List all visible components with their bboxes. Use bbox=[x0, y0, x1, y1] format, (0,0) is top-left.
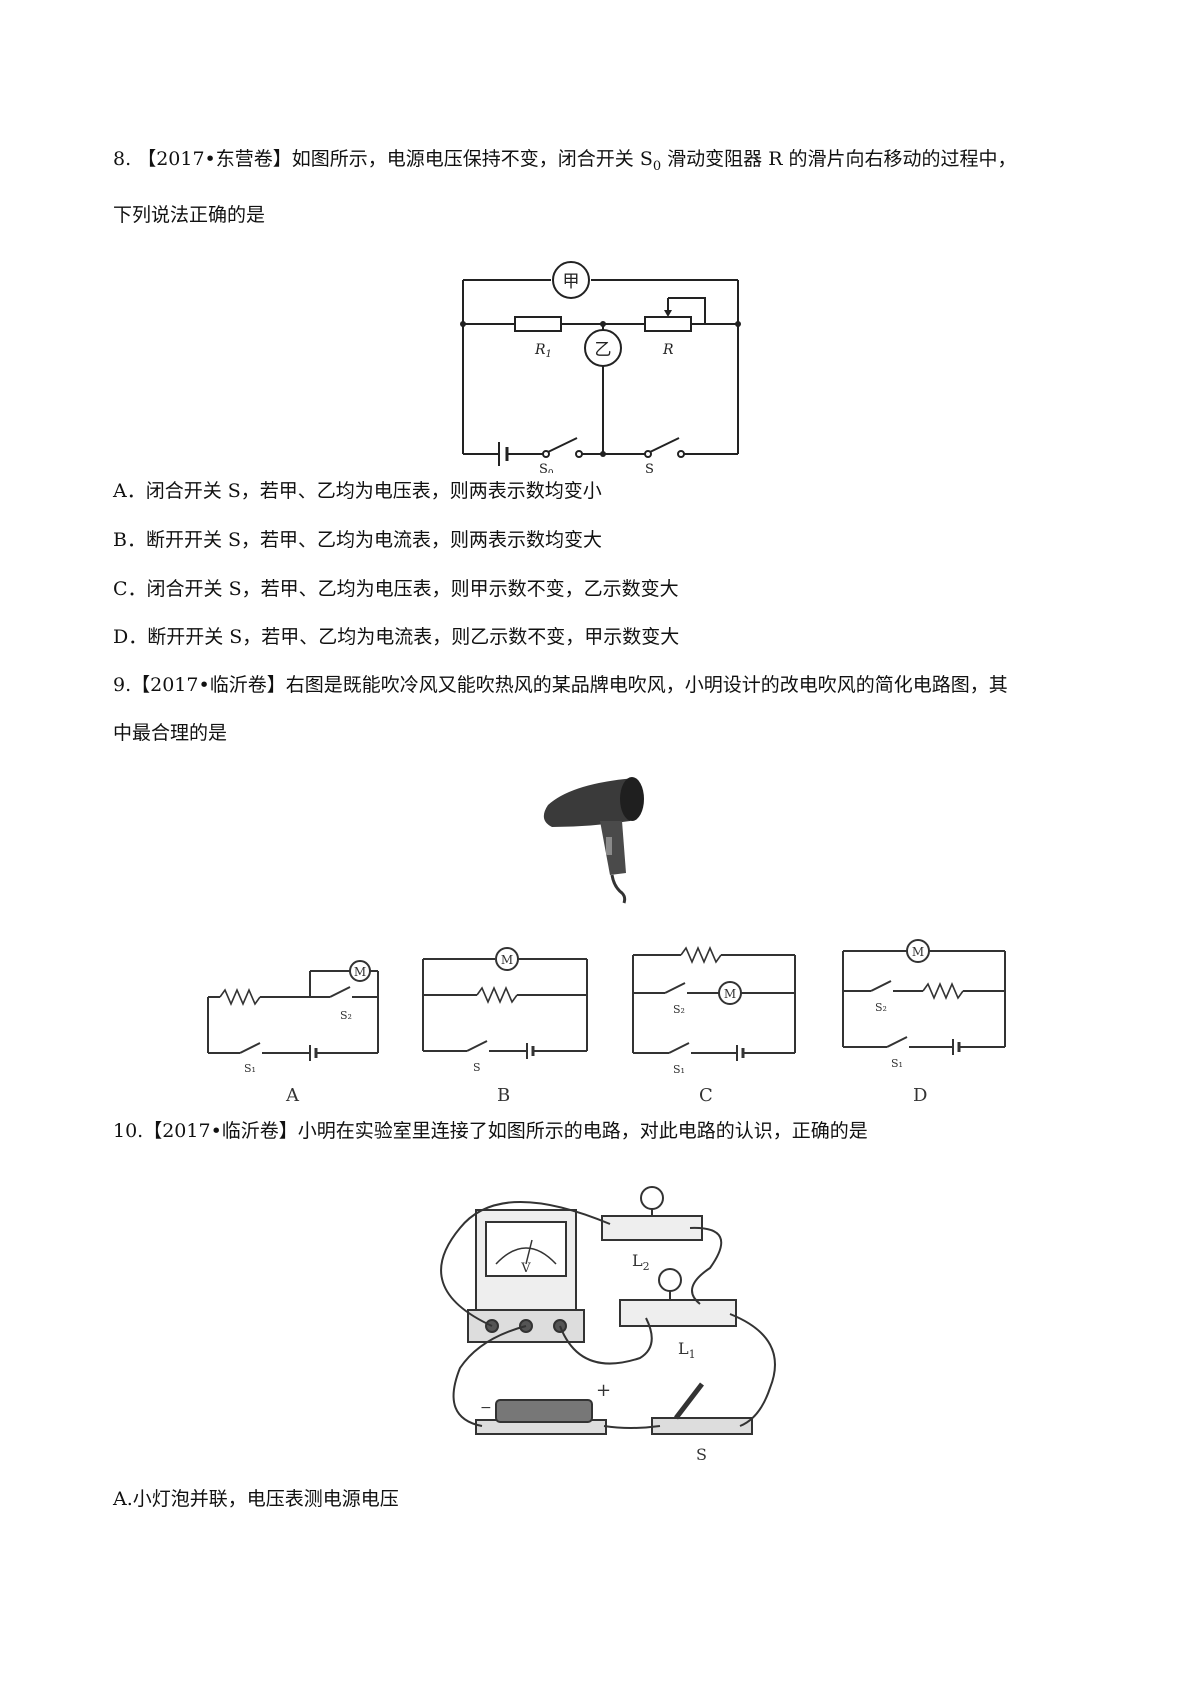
battery-cells bbox=[495, 1399, 593, 1423]
svg-text:S₂: S₂ bbox=[673, 1003, 685, 1016]
q8-option-c: C．闭合开关 S，若甲、乙均为电压表，则甲示数不变，乙示数变大 bbox=[113, 578, 679, 600]
q10-stem: 10.【2017•临沂卷】小明在实验室里连接了如图所示的电路，对此电路的认识，正… bbox=[113, 1120, 868, 1142]
voltmeter-label: V bbox=[520, 1261, 531, 1276]
meter-jia-label: 甲 bbox=[563, 272, 580, 292]
lamp-l2-label: L2 bbox=[632, 1251, 650, 1273]
hair-dryer-image bbox=[530, 765, 680, 905]
svg-text:S₁: S₁ bbox=[244, 1062, 256, 1075]
battery-plus: + bbox=[596, 1380, 611, 1401]
svg-text:S₁: S₁ bbox=[673, 1063, 685, 1076]
q10-option-a: A.小灯泡并联，电压表测电源电压 bbox=[113, 1488, 399, 1510]
switch-s bbox=[649, 437, 680, 453]
q8-stem-line1: 8. 【2017•东营卷】如图所示，电源电压保持不变，闭合开关 S0 滑动变阻器… bbox=[113, 146, 1017, 180]
q8-option-a: A．闭合开关 S，若甲、乙均为电压表，则两表示数均变小 bbox=[113, 480, 602, 502]
meter-yi-circle bbox=[584, 329, 622, 367]
label-d: D bbox=[913, 1085, 927, 1105]
switch-base bbox=[651, 1417, 753, 1435]
q8-stem-line2: 下列说法正确的是 bbox=[113, 204, 266, 226]
q8-number: 8. bbox=[113, 148, 132, 170]
q9-circuit-a: M S₂ S₁ A bbox=[200, 935, 385, 1105]
q8-stem-part2: 滑动变阻器 R 的滑片向右移动的过程中， bbox=[667, 148, 1017, 170]
q9-stem-line1: 9.【2017•临沂卷】右图是既能吹冷风又能吹热风的某品牌电吹风，小明设计的改电… bbox=[113, 674, 1008, 696]
s0-label: S0 bbox=[539, 462, 554, 473]
q8-option-d: D．断开开关 S，若甲、乙均为电流表，则乙示数不变，甲示数变大 bbox=[113, 626, 680, 648]
q8-stem-part1: 如图所示，电源电压保持不变，闭合开关 bbox=[291, 148, 634, 170]
q9-stem-line2: 中最合理的是 bbox=[113, 722, 228, 744]
svg-text:S₂: S₂ bbox=[875, 1001, 887, 1014]
q8-source-tag: 【2017•东营卷】 bbox=[137, 148, 292, 170]
switch-label: S bbox=[696, 1445, 707, 1464]
svg-text:M: M bbox=[724, 987, 736, 1001]
q9-circuit-c: M S₂ S₁ C bbox=[625, 935, 810, 1105]
svg-text:S: S bbox=[473, 1061, 481, 1074]
svg-text:M: M bbox=[501, 953, 513, 967]
lamp-l1-base bbox=[619, 1299, 737, 1327]
lamp-l2-bulb bbox=[640, 1186, 664, 1210]
q9-circuit-d: M S₂ S₁ D bbox=[835, 935, 1020, 1105]
lamp-l1-bulb bbox=[658, 1268, 682, 1292]
svg-text:M: M bbox=[912, 945, 924, 959]
rheostat-r bbox=[644, 316, 692, 332]
r1-label: R1 bbox=[534, 342, 552, 360]
s-label: S bbox=[645, 462, 654, 473]
switch-lever bbox=[674, 1382, 704, 1420]
q8-circuit-diagram: 甲 R1 R 乙 bbox=[455, 258, 755, 473]
svg-text:S₁: S₁ bbox=[891, 1057, 903, 1070]
q9-circuit-b: M S B bbox=[415, 935, 600, 1105]
q10-circuit-photo: V L2 L1 − + S bbox=[440, 1168, 800, 1468]
label-a: A bbox=[285, 1085, 300, 1105]
q8-switch-s0: S0 bbox=[639, 148, 662, 174]
meter-yi-label: 乙 bbox=[595, 340, 612, 360]
q8-option-b: B．断开开关 S，若甲、乙均为电流表，则两表示数均变大 bbox=[113, 529, 603, 551]
switch-s0 bbox=[547, 437, 578, 453]
battery-minus: − bbox=[480, 1400, 492, 1416]
meter-jia-circle bbox=[552, 261, 590, 299]
r-label: R bbox=[662, 342, 674, 358]
resistor-r1 bbox=[514, 316, 562, 332]
label-c: C bbox=[699, 1085, 713, 1105]
lamp-l1-label: L1 bbox=[678, 1339, 696, 1361]
svg-text:M: M bbox=[354, 965, 366, 979]
lamp-l2-base bbox=[601, 1215, 703, 1241]
label-b: B bbox=[497, 1085, 510, 1105]
svg-text:S₂: S₂ bbox=[340, 1009, 352, 1022]
